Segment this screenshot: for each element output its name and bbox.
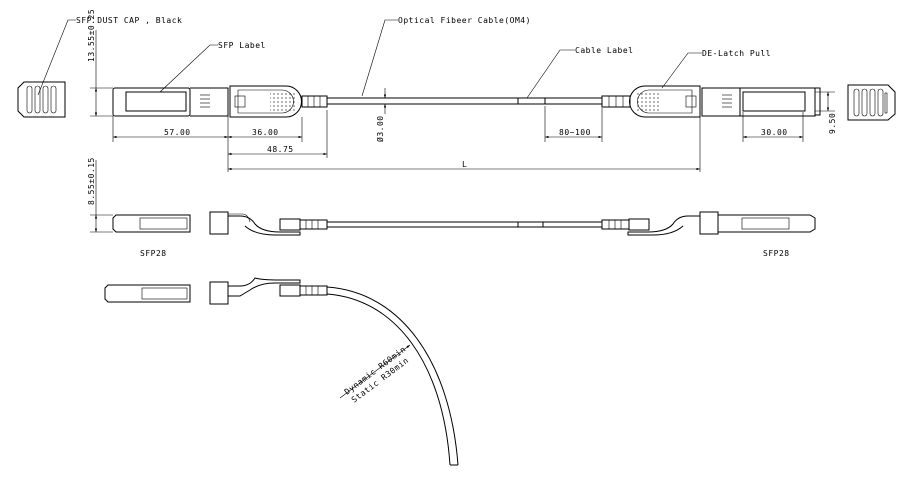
callout-leaders [37, 19, 702, 99]
side-view [112, 211, 816, 236]
dust-cap-callout: SFP DUST CAP , Black [76, 16, 182, 25]
dim-latch: 36.00 [252, 128, 279, 137]
dim-boot: 48.75 [267, 145, 294, 154]
dim-label-h: 9.50 [828, 113, 837, 134]
bend-view [104, 277, 459, 466]
dim-length: L [462, 160, 467, 169]
dim-label-len: 30.00 [761, 128, 788, 137]
side-label-right: SFP28 [763, 249, 790, 258]
dim-sfp-body: 57.00 [164, 128, 191, 137]
dim-height-top: 13.55±0.25 [87, 9, 96, 62]
dim-label-pos: 80~100 [559, 128, 591, 137]
dim-height-side: 8.55±0.15 [87, 157, 96, 205]
dimension-lines [90, 30, 835, 233]
dust-cap-left [17, 81, 66, 118]
cable-callout: Optical Fibeer Cable(OM4) [398, 16, 531, 25]
delatch-callout: DE-Latch Pull [702, 49, 771, 58]
sfp-connector-right-top [601, 85, 821, 118]
sfp-label-callout: SFP Label [218, 41, 266, 50]
dim-cable-dia: Ø3.00 [375, 115, 385, 142]
dust-cap-right [847, 84, 896, 121]
cable-top [327, 97, 602, 105]
cable-label-callout: Cable Label [575, 46, 633, 55]
sfp-connector-left-top [112, 85, 328, 118]
side-label-left: SFP28 [140, 249, 167, 258]
